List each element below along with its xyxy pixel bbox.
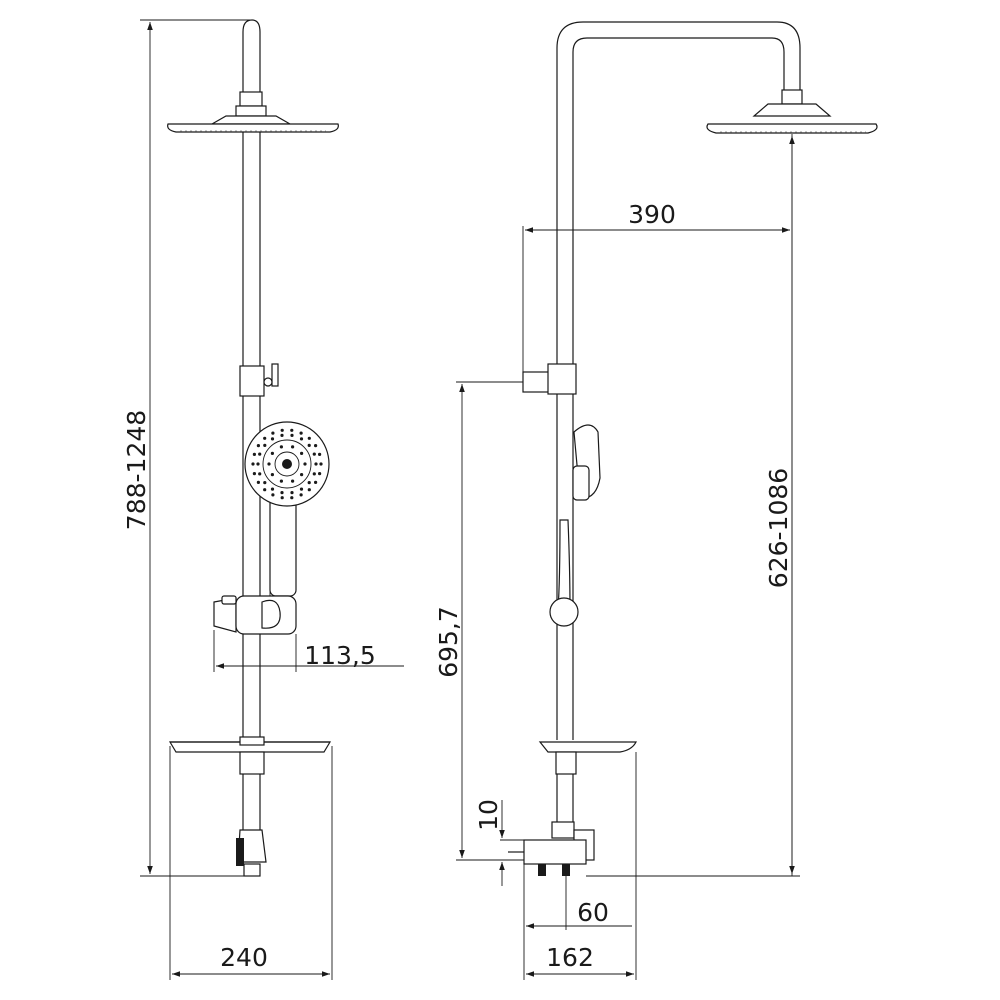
nozzle-dot	[256, 462, 260, 466]
nozzle-dot	[314, 444, 318, 448]
hand-shower-icon	[244, 421, 330, 600]
nozzle-dot	[263, 488, 267, 492]
front-lower-pipe	[236, 751, 267, 877]
nozzle-dot	[314, 480, 318, 484]
nozzle-dot	[270, 473, 274, 477]
nozzle-dot	[252, 452, 256, 456]
dim-holder-offset: 113,5	[304, 641, 376, 670]
side-top-arm	[556, 21, 801, 740]
nozzle-dot	[318, 452, 322, 456]
nozzle-dot	[252, 472, 256, 476]
side-hand-shower	[549, 424, 601, 627]
nozzle-dot	[319, 462, 323, 466]
nozzle-dot	[318, 472, 322, 476]
nozzle-dot	[280, 496, 284, 500]
nozzle-dot	[299, 431, 303, 435]
nozzle-dot	[303, 462, 307, 466]
nozzle-dot	[314, 462, 318, 466]
dim-mixer-height: 695,7	[434, 606, 463, 678]
side-view	[508, 21, 878, 876]
nozzle-dot	[279, 445, 283, 449]
nozzle-dot	[271, 493, 275, 497]
nozzle-dot	[290, 428, 294, 432]
nozzle-dot	[280, 491, 284, 495]
dim-mixer-depth-162: 162	[546, 943, 594, 972]
nozzle-dot	[280, 433, 284, 437]
dim-head-width: 240	[220, 943, 268, 972]
nozzle-dot	[312, 452, 316, 456]
nozzle-dot	[300, 473, 304, 477]
soap-tray-icon	[168, 736, 332, 753]
nozzle-dot	[299, 437, 304, 441]
nozzle-dot	[299, 487, 304, 491]
nozzle-dot	[270, 451, 274, 455]
shower-head-icon	[167, 123, 339, 133]
nozzle-dot	[300, 451, 304, 455]
front-head-connector	[209, 91, 293, 125]
nozzle-dot	[270, 487, 275, 491]
nozzle-dot	[258, 472, 262, 476]
nozzle-dot	[279, 479, 283, 483]
nozzle-dot	[290, 433, 294, 437]
nozzle-dot	[307, 436, 311, 440]
nozzle-dot	[307, 488, 311, 492]
nozzle-dot	[267, 462, 271, 466]
nozzle-dot	[291, 479, 295, 483]
nozzle-dot	[312, 472, 316, 476]
slide-holder-icon	[213, 595, 297, 635]
nozzle-dot	[290, 491, 294, 495]
dim-arm-reach: 390	[628, 200, 676, 229]
nozzle-dot	[270, 437, 275, 441]
nozzle-dot	[307, 481, 311, 485]
dim-overall-height: 788-1248	[122, 410, 151, 530]
nozzle-dot	[256, 444, 260, 448]
side-soap-tray	[538, 741, 637, 775]
side-arm-bracket	[522, 363, 577, 395]
nozzle-dot	[251, 462, 255, 466]
front-diverter-block	[239, 363, 279, 397]
dimension-labels: 788-1248 240 113,5 390 695,7 626-1086 10…	[122, 200, 793, 972]
dimension-lines	[140, 19, 800, 980]
side-head-connector	[752, 89, 832, 117]
dim-mixer-gap: 10	[474, 799, 503, 831]
mixer-valve-icon	[508, 774, 595, 876]
dim-mixer-depth-60: 60	[577, 898, 609, 927]
nozzle-dot	[271, 431, 275, 435]
nozzle-dot	[290, 496, 294, 500]
nozzle-dot	[256, 480, 260, 484]
nozzle-dot	[280, 428, 284, 432]
nozzle-dot	[258, 452, 262, 456]
side-shower-head	[706, 123, 878, 134]
nozzle-dot	[263, 481, 267, 485]
nozzle-dot	[291, 445, 295, 449]
front-top-arm	[242, 19, 261, 95]
nozzle-dot	[263, 436, 267, 440]
nozzle-dot	[263, 443, 267, 447]
dim-head-height: 626-1086	[764, 468, 793, 588]
nozzle-dot	[299, 493, 303, 497]
hand-shower-nozzles	[251, 428, 323, 500]
nozzle-dot	[307, 443, 311, 447]
front-view	[167, 19, 339, 877]
